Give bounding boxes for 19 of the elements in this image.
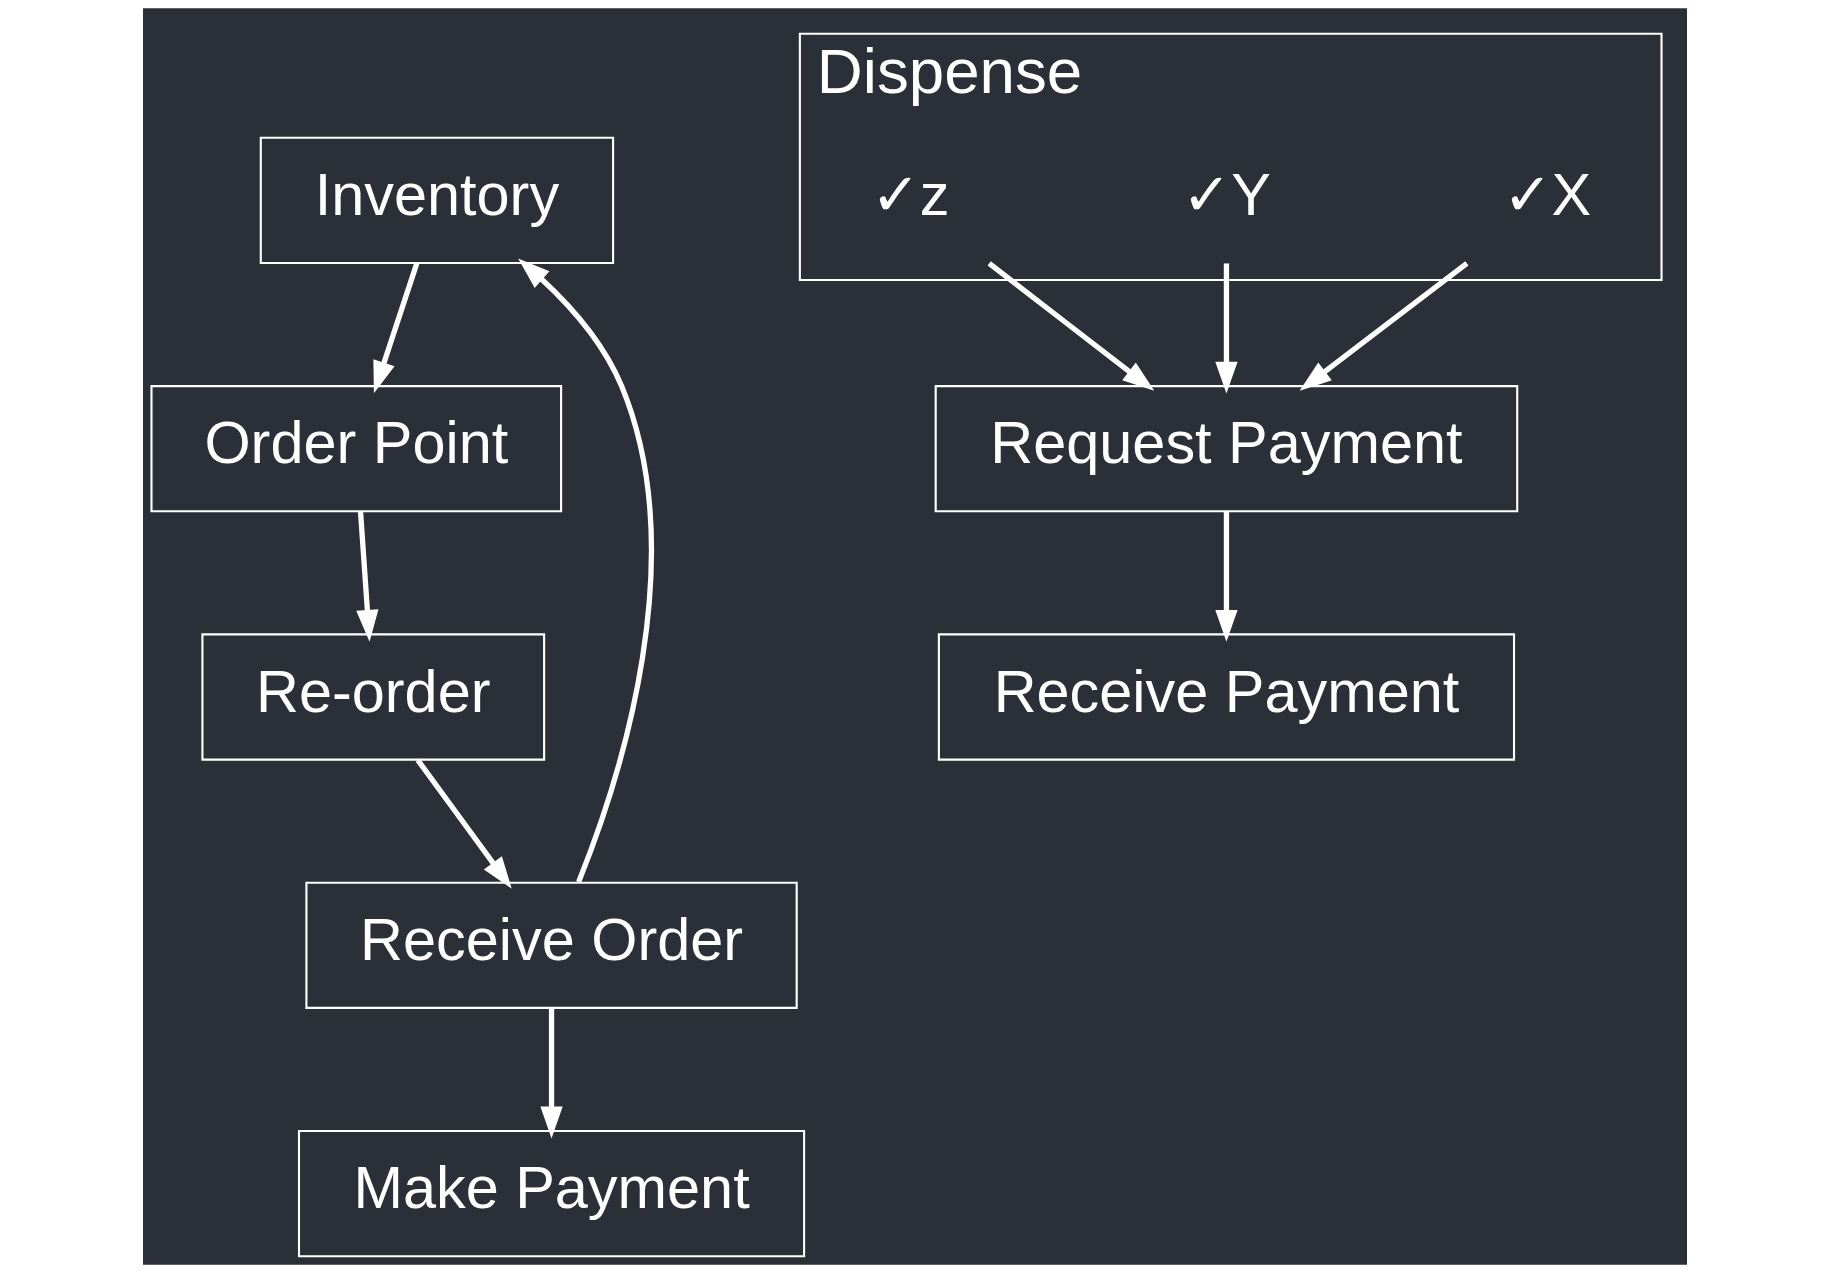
arrow <box>539 1008 563 1139</box>
arrow <box>415 758 512 889</box>
node-text: ✓Y <box>1181 161 1271 228</box>
node-box: Inventory <box>259 136 614 265</box>
arrow <box>1299 261 1468 391</box>
arrow <box>987 261 1154 391</box>
node-box: Make Payment <box>297 1129 805 1258</box>
node-box: Receive Order <box>304 881 798 1009</box>
node-text: ✓z <box>870 161 950 228</box>
node-box: Re-order <box>200 633 545 761</box>
arrow <box>517 258 654 883</box>
node-text: ✓X <box>1502 161 1591 228</box>
node-box: Order Point <box>149 385 562 513</box>
node-box: Receive Payment <box>937 633 1515 761</box>
node-box: Request Payment <box>934 385 1518 513</box>
arrow <box>355 511 378 642</box>
arrow <box>1214 511 1238 642</box>
arrow <box>372 262 419 394</box>
arrow <box>1214 263 1238 394</box>
